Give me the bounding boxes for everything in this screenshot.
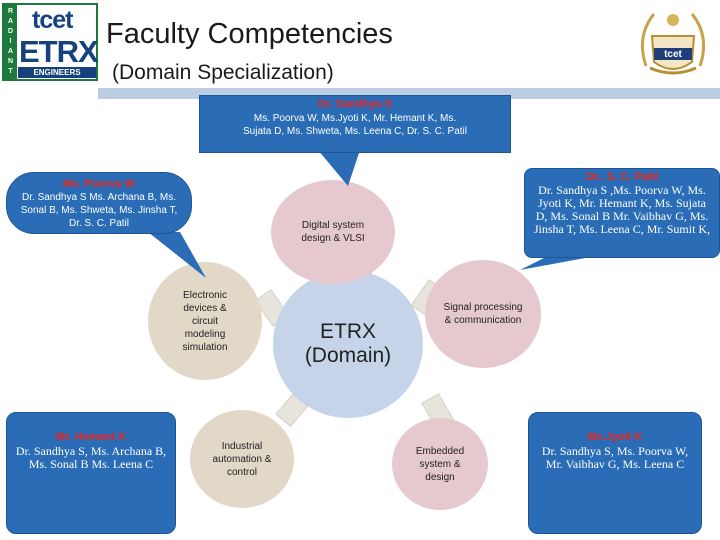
callout-patil: Dr.. S. C. Patil Dr. Sandhya S ,Ms. Poor… (524, 168, 720, 258)
callout-members: Dr. Sandhya S, Ms. Archana B, Ms. Sonal … (15, 444, 167, 471)
callout-jyoti: Ms.Jyoti K Dr. Sandhya S, Ms. Poorva W, … (528, 412, 702, 534)
domain-node-vlsi: Digital system design & VLSI (271, 180, 395, 284)
callout-name: Ms. Poorva W (62, 178, 136, 190)
domain-label-control: Industrial automation & control (212, 440, 272, 478)
center-domain-node: ETRX (Domain) (273, 270, 423, 418)
callout-name: Ms.Jyoti K (587, 431, 643, 443)
domain-node-simulation: Electronic devices & circuit modeling si… (148, 262, 262, 380)
domain-label-embedded: Embedded system & design (415, 445, 465, 483)
logo-letter: N (7, 58, 14, 65)
callout-poorva: Ms. Poorva W Dr. Sandhya S Ms. Archana B… (6, 172, 192, 234)
logo-etrx-text: ETRX (19, 34, 99, 69)
center-label: ETRX (319, 320, 376, 343)
callout-members: Dr. Sandhya S Ms. Archana B, Ms. Sonal B… (20, 192, 178, 229)
callout-tail-patil (520, 256, 596, 270)
crest-text: tcet (664, 49, 682, 60)
logo-letter: D (7, 28, 14, 35)
callout-hemant: Mr. Hemant K Dr. Sandhya S, Ms. Archana … (6, 412, 176, 534)
logo-letter: T (8, 68, 13, 75)
callout-members: Dr. Sandhya S ,Ms. Poorva W, Ms. Jyoti K… (533, 183, 711, 236)
callout-name: Dr.. S. C. Patil (586, 171, 658, 183)
logo-letter: R (7, 8, 14, 15)
domain-label-simulation: Electronic devices & circuit modeling si… (182, 289, 228, 353)
logo-side-band: R A D I A N T (4, 5, 17, 79)
domain-label-signal: Signal processing & communication (443, 302, 523, 326)
crest-emblem: tcet (640, 13, 706, 75)
logo-letter: I (9, 38, 12, 45)
callout-sandhya: Dr. Sandhya S Ms. Poorva W, Ms.Jyoti K, … (199, 95, 511, 153)
domain-node-signal: Signal processing & communication (425, 260, 541, 368)
callout-tail-sandhya (318, 150, 360, 186)
tcet-etrx-logo: R A D I A N T tcet ETRX ENGINEERS (2, 3, 99, 81)
callout-members: Ms. Poorva W, Ms.Jyoti K, Mr. Hemant K, … (243, 113, 467, 137)
logo-tcet-text: tcet (32, 6, 73, 34)
callout-members: Dr. Sandhya S, Ms. Poorva W, Mr. Vaibhav… (541, 444, 689, 471)
center-sublabel: (Domain) (304, 344, 392, 367)
logo-letter: A (7, 18, 14, 25)
logo-engineers-text: ENGINEERS (18, 67, 96, 78)
domain-label-vlsi: Digital system design & VLSI (301, 220, 365, 244)
domain-node-embedded: Embedded system & design (392, 418, 488, 510)
page-subtitle: (Domain Specialization) (112, 61, 334, 84)
page-title: Faculty Competencies (106, 18, 393, 50)
callout-name: Mr. Hemant K (55, 431, 127, 443)
callout-tail-poorva (148, 232, 206, 278)
logo-letter: A (7, 48, 14, 55)
domain-node-control: Industrial automation & control (190, 410, 294, 508)
callout-name: Dr. Sandhya S (318, 98, 392, 110)
header-divider-bar (98, 88, 720, 99)
